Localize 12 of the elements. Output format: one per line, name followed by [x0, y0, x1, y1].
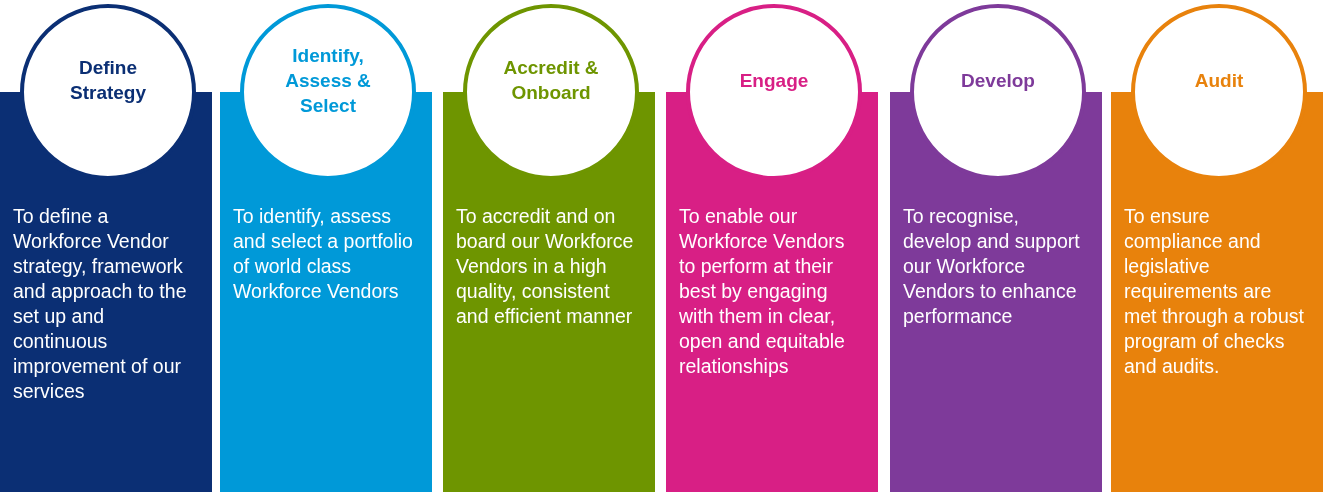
circle-heading: Develop — [960, 68, 1036, 93]
panel-text: To recognise, develop and support our Workforce Vendors to enhance performance — [903, 204, 1081, 329]
circle-heading: Define Strategy — [69, 56, 147, 105]
circle-heading: Engage — [738, 68, 810, 93]
panel-text: To ensure compliance and legislative requirements are met through a robust program of checks and audits. — [1124, 204, 1305, 379]
circle-heading: Identify, Assess & Select — [284, 43, 372, 118]
panel-text: To define a Workforce Vendor strategy, framework and approach to the set up and continuous improvement of our services — [13, 204, 188, 404]
circle-heading: Accredit & Onboard — [502, 56, 600, 105]
panel-text: To identify, assess and select a portfolio of world class Workforce Vendors — [233, 204, 414, 304]
panel-text: To enable our Workforce Vendors to perform at their best by engaging with them in clear, open and equitable relationships — [679, 204, 846, 379]
panel-text: To accredit and on board our Workforce Vendors in a high quality, consistent and efficient manner — [456, 204, 635, 329]
circle-heading: Audit — [1193, 68, 1245, 93]
